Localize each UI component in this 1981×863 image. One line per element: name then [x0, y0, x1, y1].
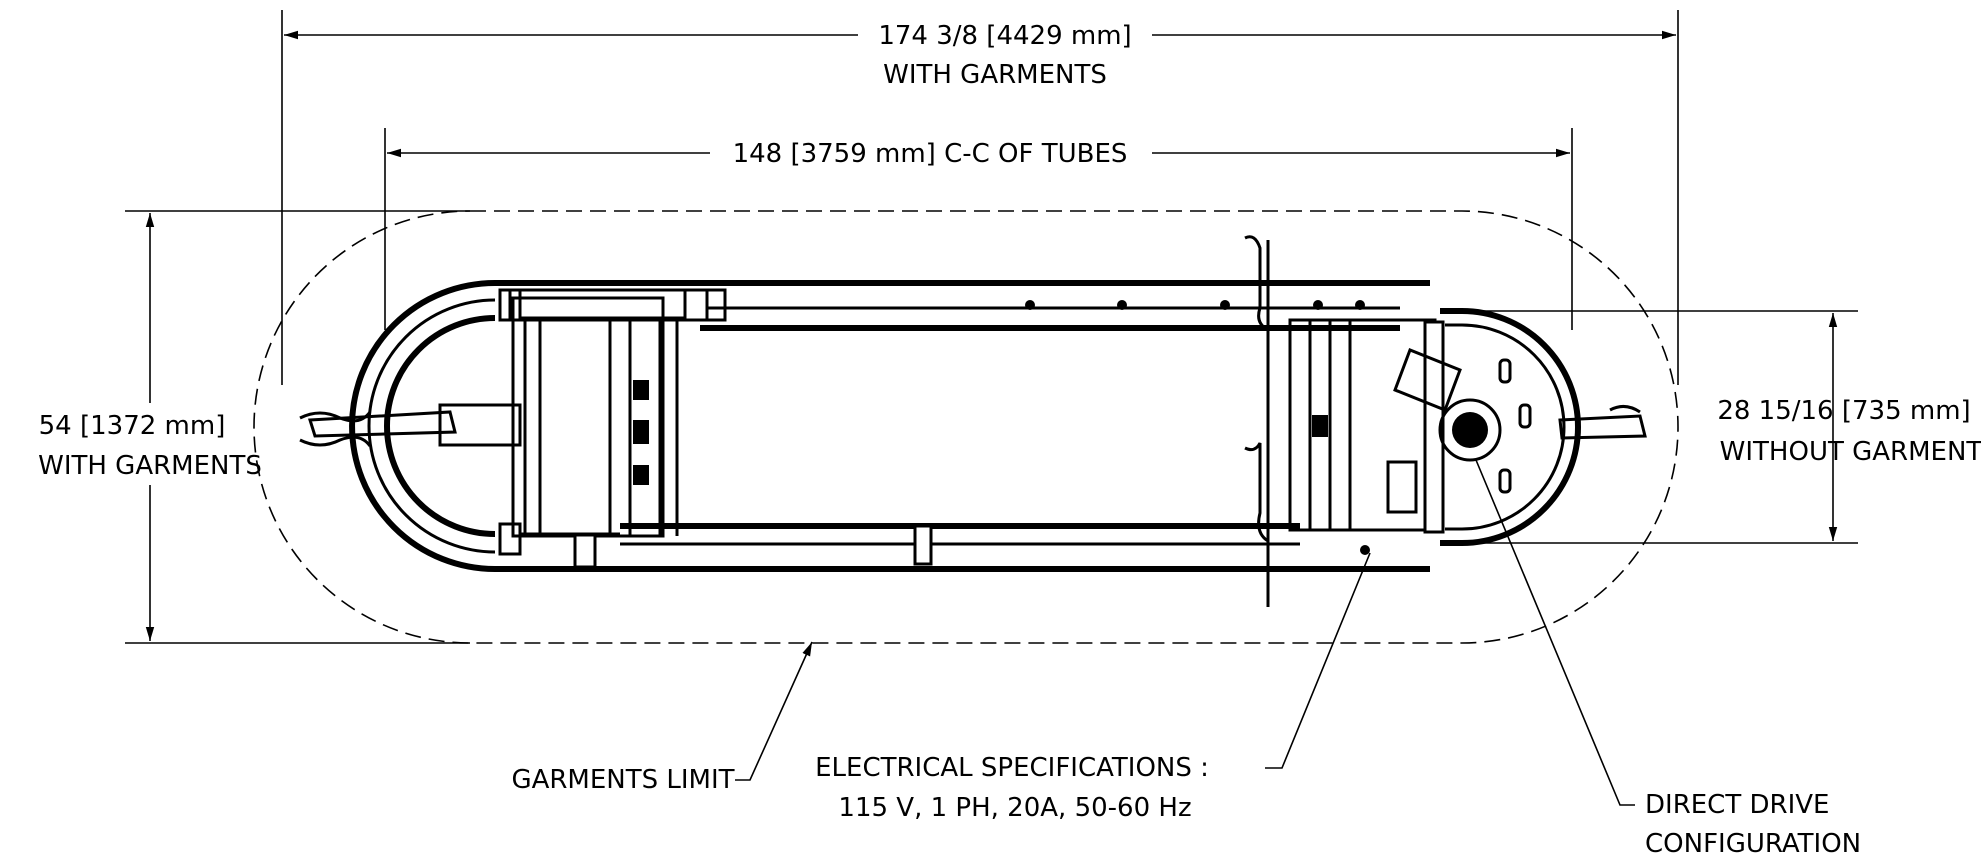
- right-hanger-arm: [1558, 414, 1647, 440]
- drive-motor-hub: [1452, 412, 1488, 448]
- drive-slot-3: [1498, 468, 1512, 494]
- conveyor-body: [299, 235, 1647, 607]
- drive-config-label-1: DIRECT DRIVE: [1645, 790, 1829, 820]
- left-hanger-bracket: [438, 403, 522, 447]
- top-left-post: [498, 288, 522, 322]
- left-turn-middle-rail: [367, 298, 496, 554]
- drive-config-label-2: CONFIGURATION: [1645, 829, 1861, 859]
- electrical-leader: [1265, 552, 1371, 769]
- overall-length-note: WITH GARMENTS: [883, 60, 1107, 90]
- overall-width-value: 54 [1372 mm]: [39, 411, 226, 441]
- left-hanger-arm: [307, 410, 457, 438]
- mid-clamp: [913, 524, 933, 566]
- left-turn-outer-rail: [349, 280, 496, 572]
- frame-block-3: [633, 465, 649, 485]
- drive-leader: [1475, 459, 1635, 806]
- width-without-garment-dimension: 28 15/16 [735 mm] WITHOUT GARMENT: [1450, 310, 1981, 544]
- width-without-garment-value: 28 15/16 [735 mm]: [1717, 396, 1970, 426]
- garments-limit-leader: [735, 641, 813, 781]
- garments-limit-outline: [253, 210, 1679, 644]
- left-hanger-garment-2: [299, 435, 372, 447]
- drive-gearbox: [1393, 348, 1462, 412]
- center-to-center-value: 148 [3759 mm] C-C OF TUBES: [733, 139, 1128, 169]
- overall-width-dimension: 54 [1372 mm] WITH GARMENTS: [38, 210, 470, 644]
- drive-slot-2: [1518, 403, 1532, 429]
- right-turn-inner-rail: [1445, 323, 1566, 531]
- rail-clip-5: [1355, 300, 1365, 310]
- right-crossplate: [1423, 320, 1445, 534]
- left-turn-inner-rail: [384, 315, 496, 537]
- frame-block-2: [633, 420, 649, 444]
- center-to-center-dimension: 148 [3759 mm] C-C OF TUBES: [384, 128, 1573, 330]
- drive-motor-housing: [1438, 398, 1502, 462]
- bottom-left-post: [498, 522, 522, 556]
- width-without-garment-note: WITHOUT GARMENT: [1720, 437, 1981, 467]
- right-hanger-garment-1: [1609, 405, 1641, 414]
- rail-clip-6: [1360, 545, 1370, 555]
- rail-clip-2: [1117, 300, 1127, 310]
- rail-clip-4: [1313, 300, 1323, 310]
- top-clamp: [683, 288, 709, 322]
- electrical-specs-values: 115 V, 1 PH, 20A, 50-60 Hz: [838, 793, 1191, 823]
- right-turn-outer-rail: [1440, 308, 1581, 546]
- overall-length-dimension: 174 3/8 [4429 mm] WITH GARMENTS: [281, 10, 1679, 385]
- callout-leaders: [735, 459, 1635, 806]
- drive-bracket: [1386, 460, 1418, 514]
- left-hanger-garment-1: [299, 411, 372, 423]
- drive-slot-1: [1498, 358, 1512, 384]
- frame-block-1: [633, 380, 649, 400]
- right-block-1: [1312, 415, 1328, 437]
- garments-limit-label: GARMENTS LIMIT: [511, 765, 734, 795]
- rail-clip-1: [1025, 300, 1035, 310]
- top-garment-hanger: [1244, 235, 1269, 332]
- electrical-specs-label: ELECTRICAL SPECIFICATIONS :: [815, 753, 1209, 783]
- rail-clip-3: [1220, 300, 1230, 310]
- bottom-garment-hanger: [1244, 442, 1270, 607]
- overall-width-note: WITH GARMENTS: [38, 451, 262, 481]
- left-frame: [511, 296, 665, 538]
- bottom-clamp: [573, 533, 597, 569]
- top-left-crossmember: [508, 288, 727, 322]
- overall-length-value: 174 3/8 [4429 mm]: [878, 21, 1131, 51]
